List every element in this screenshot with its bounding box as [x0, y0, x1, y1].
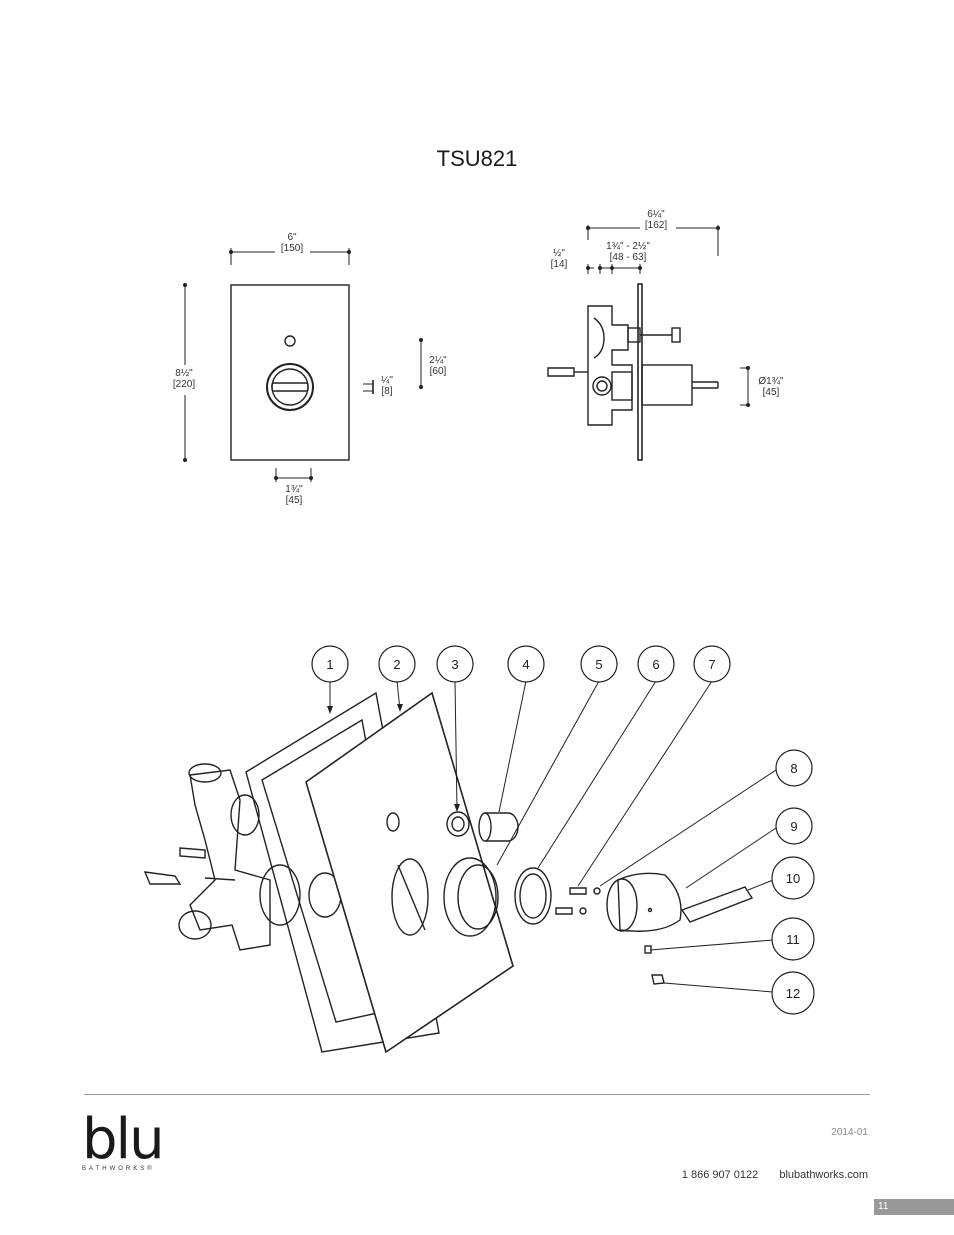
- front-width-mm: [150]: [281, 243, 303, 254]
- front-plate-mm: [8]: [381, 386, 392, 397]
- side-half-in: ½": [553, 248, 565, 259]
- callout-6: [637, 645, 675, 683]
- callout-5: [580, 645, 618, 683]
- callout-label-8: 8: [790, 761, 797, 776]
- callout-label-9: 9: [790, 819, 797, 834]
- front-knob-outer: [266, 363, 314, 411]
- callout-12: [771, 971, 815, 1015]
- callout-11: [771, 917, 815, 961]
- side-depth-mm: [162]: [645, 220, 667, 231]
- callout-label-12: 12: [786, 986, 800, 1001]
- side-half-mm: [14]: [551, 259, 568, 270]
- page-number-bar: 11: [874, 1199, 954, 1215]
- callout-8: [775, 749, 813, 787]
- brand-logo: blu BATHWORKS®: [82, 1107, 165, 1173]
- callout-7: [693, 645, 731, 683]
- callout-label-2: 2: [393, 657, 400, 672]
- front-knob-inner: [271, 368, 309, 406]
- front-view: [184, 248, 422, 482]
- front-height-in: 8½": [175, 368, 193, 379]
- front-plate-in: ¼": [381, 374, 393, 386]
- logo-wordmark: blu: [82, 1107, 165, 1172]
- website-link[interactable]: blubathworks.com: [779, 1169, 868, 1181]
- callout-9: [775, 807, 813, 845]
- side-view: [547, 225, 750, 461]
- side-depth-in: 6¼": [647, 208, 665, 220]
- callout-2: [378, 645, 416, 683]
- callout-3: [436, 645, 474, 683]
- side-dia-in: Ø1¾": [758, 376, 784, 387]
- exploded-view: [143, 691, 754, 1054]
- callout-label-5: 5: [595, 657, 602, 672]
- callout-label-6: 6: [652, 657, 659, 672]
- front-knob-in: 1¾": [285, 484, 303, 495]
- front-width-in: 6": [287, 232, 297, 243]
- page-title: TSU821: [436, 146, 518, 171]
- contact-info: 1 866 907 0122 blubathworks.com: [664, 1169, 868, 1181]
- callout-label-1: 1: [326, 657, 333, 672]
- footer-rule: [84, 1094, 870, 1095]
- side-wall-in: 1¾" - 2½": [606, 241, 650, 252]
- page-number: 11: [878, 1201, 889, 1212]
- callout-label-4: 4: [522, 657, 529, 672]
- callout-label-7: 7: [708, 657, 715, 672]
- callout-label-10: 10: [786, 871, 800, 886]
- side-dia-mm: [45]: [763, 387, 780, 398]
- front-offset-in: 2¼": [429, 354, 447, 366]
- phone-number: 1 866 907 0122: [681, 1169, 759, 1181]
- front-offset-mm: [60]: [430, 366, 447, 377]
- front-knob-mm: [45]: [286, 495, 303, 506]
- callout-10: [771, 856, 815, 900]
- side-wall-mm: [48 - 63]: [610, 252, 647, 263]
- logo-subtitle: BATHWORKS®: [82, 1166, 155, 1172]
- callout-label-3: 3: [451, 657, 458, 672]
- callout-4: [507, 645, 545, 683]
- callout-1: [311, 645, 349, 683]
- callout-label-11: 11: [786, 932, 800, 947]
- document-date: 2014-01: [831, 1127, 868, 1138]
- front-indicator-hole: [284, 335, 296, 347]
- front-knob-lever: [271, 382, 309, 392]
- front-plate: [230, 284, 350, 461]
- front-height-mm: [220]: [173, 379, 195, 390]
- technical-drawing: 6" [150] 8½" [220] 1¾" [45] 2¼" [60] ¼" …: [143, 208, 815, 1054]
